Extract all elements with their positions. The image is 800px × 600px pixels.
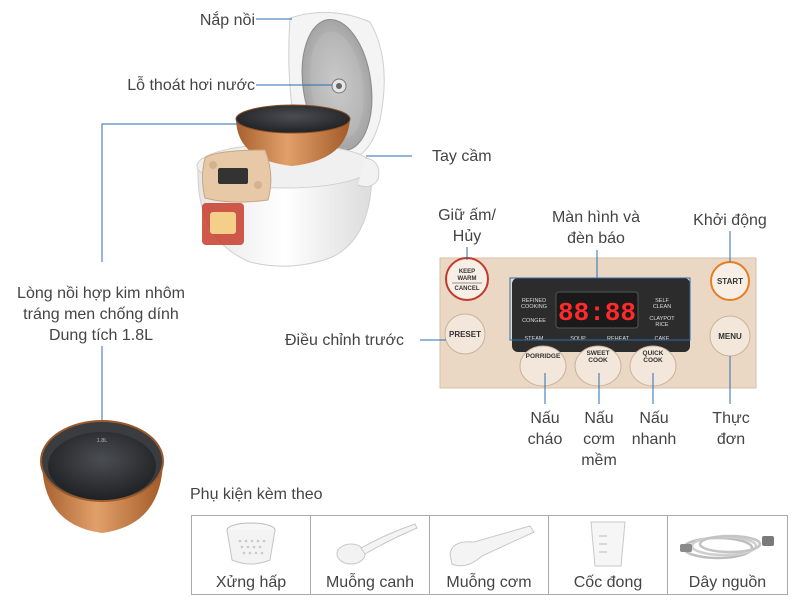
sweet-cook-label-2: cơm [583, 431, 615, 448]
keep-warm-btn-label-2: WARM [458, 276, 477, 282]
control-panel: KEEP WARM CANCEL PRESET START MENU 88:88… [439, 257, 757, 389]
keep-warm-btn-label-1: KEEP [459, 269, 475, 275]
preset-button[interactable] [444, 313, 486, 355]
porridge-label-2: cháo [527, 431, 563, 448]
accessory-paddle: Muỗng cơm [429, 515, 549, 595]
mode-refined: REFINED [522, 298, 546, 304]
sweet-cook-btn-label: COOK [588, 357, 608, 364]
steamer-label: Xửng hấp [215, 574, 287, 591]
start-btn-label: START [717, 277, 743, 286]
mode-cake: CAKE [655, 336, 670, 342]
mode-clean: CLEAN [653, 304, 671, 310]
accessory-ladle: Muỗng canh [310, 515, 430, 595]
cord-label: Dây nguồn [688, 574, 767, 591]
quick-cook-label-2: nhanh [631, 431, 677, 448]
menu-btn-label: MENU [718, 332, 742, 341]
display-label-2: đèn báo [567, 230, 625, 247]
sweet-cook-button[interactable] [574, 345, 622, 387]
keep-warm-label-1: Giữ ấm/ [438, 207, 496, 224]
rice-cooker-illustration [196, 11, 385, 267]
display-callout-box [509, 277, 691, 341]
inner-pot-illustration: 1.8L [40, 420, 164, 533]
quick-btn-label: QUICK [643, 350, 664, 357]
inner-pot-label-2: tráng men chống dính [23, 306, 179, 323]
keep-warm-label-2: Hủy [452, 228, 482, 245]
quick-cook-label-1: Nấu [639, 410, 669, 427]
porridge-button[interactable] [519, 345, 567, 387]
steamer-basket-icon [226, 522, 276, 565]
svg-text:1.8L: 1.8L [97, 438, 108, 444]
steam-vent-label: Lỗ thoát hơi nước [127, 77, 255, 94]
sweet-cook-label-3: mềm [581, 452, 617, 469]
inner-pot-capacity-label: Dung tích 1.8L [48, 327, 154, 344]
mode-self: SELF [655, 298, 669, 304]
power-cord-icon [680, 534, 774, 560]
sweet-btn-label: SWEET [586, 350, 609, 357]
cancel-btn-label: CANCEL [455, 286, 480, 292]
paddle-label: Muỗng cơm [446, 574, 532, 591]
lid-label: Nắp nồi [199, 12, 255, 29]
mode-steam: STEAM [525, 336, 544, 342]
porridge-label-1: Nấu [530, 410, 560, 427]
accessory-cup: Cốc đong [548, 515, 668, 595]
preset-btn-label: PRESET [449, 330, 481, 339]
menu-label-1: Thực [712, 410, 750, 427]
porridge-btn-label: PORRIDGE [526, 353, 561, 360]
sweet-cook-label-1: Nấu [584, 410, 614, 427]
cup-label: Cốc đong [573, 574, 643, 591]
quick-cook-btn-label: COOK [643, 357, 663, 364]
handle-label: Tay cầm [432, 148, 492, 165]
mode-cooking: COOKING [521, 304, 547, 310]
menu-label-2: đơn [716, 431, 746, 448]
soup-ladle-icon [336, 523, 418, 565]
mode-congee: CONGEE [522, 318, 546, 324]
preset-adjust-label: Điều chỉnh trước [285, 332, 405, 349]
measuring-cup-icon [590, 521, 626, 567]
start-label: Khởi động [693, 212, 767, 229]
rice-paddle-icon [449, 525, 535, 567]
inner-pot-callout-line-top [101, 123, 238, 262]
display-label-1: Màn hình và [551, 209, 641, 226]
mode-soup: SOUP [570, 336, 586, 342]
mode-reheat: REHEAT [607, 336, 630, 342]
accessory-steamer: Xửng hấp [191, 515, 311, 595]
ladle-label: Muỗng canh [325, 574, 415, 591]
accessories-title: Phụ kiện kèm theo [190, 486, 323, 503]
mode-claypot: CLAYPOT [649, 316, 675, 322]
accessory-cord: Dây nguồn [667, 515, 788, 595]
display-digits: 88:88 [558, 298, 636, 328]
inner-pot-label-1: Lòng nồi hợp kim nhôm [17, 285, 185, 302]
mode-rice: RICE [655, 322, 668, 328]
